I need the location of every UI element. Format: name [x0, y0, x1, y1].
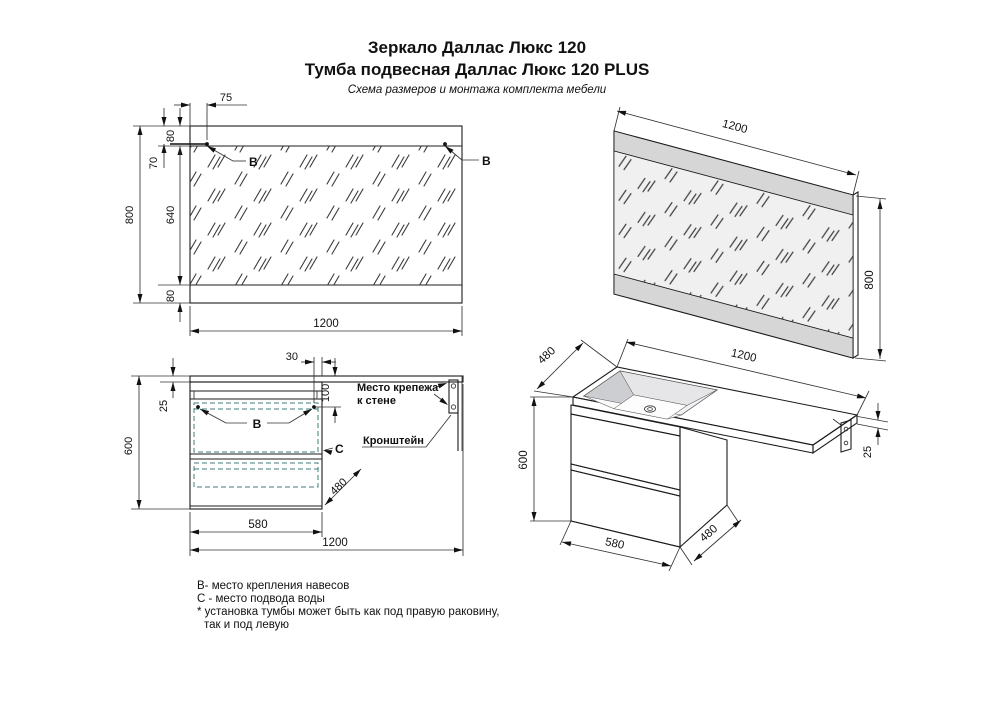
dim-persp-countertop-thickness: 25 — [854, 403, 889, 458]
title-line1: Зеркало Даллас Люкс 120 — [368, 38, 586, 57]
dim-label-mp-800: 800 — [864, 270, 876, 289]
dim-persp-height: 600 — [518, 396, 573, 522]
mirror-front-view: В В 75 — [124, 92, 491, 336]
note-line2: С - место подвода воды — [197, 593, 325, 605]
wall-bracket — [448, 376, 463, 451]
countertop-end-face — [812, 413, 858, 455]
drain-hole — [644, 405, 656, 413]
mount-label-left: В — [249, 155, 258, 169]
drawer2-front — [570, 469, 681, 548]
notes-block: В- место крепления навесов С - место под… — [197, 580, 499, 631]
dim-label-vp-25: 25 — [862, 446, 874, 458]
bracket-callout: Кронштейн — [362, 414, 452, 448]
dim-label-800: 800 — [124, 206, 136, 224]
cabinet-mount-leader: В — [198, 406, 314, 431]
dim-cabinet-height: 600 — [123, 375, 190, 510]
mount-point-left — [205, 142, 209, 146]
dim-label-100: 100 — [320, 384, 332, 402]
dim-label-580: 580 — [248, 519, 267, 531]
wall-mount-text1: Место крепежа — [357, 382, 439, 394]
water-supply-label: С — [335, 442, 344, 456]
dim-persp-cabinet-width: 580 — [559, 520, 681, 572]
note-line1: В- место крепления навесов — [197, 580, 349, 592]
cabinet-front-view: В С Место крепежа к стене Кронштейн — [123, 351, 464, 556]
mount-leader-left: В — [205, 143, 258, 169]
mount-point-right — [443, 142, 447, 146]
dim-label-mirror-1200: 1200 — [313, 318, 339, 330]
mirror-persp-glass-hatch — [614, 151, 853, 339]
mirror-glass-hatch — [190, 146, 462, 285]
dim-mirror-mount-offset-x: 75 — [174, 92, 247, 140]
persp-wall-bracket — [832, 418, 852, 453]
note-line4: так и под левую — [204, 619, 289, 631]
dim-label-80-top: 80 — [165, 130, 177, 142]
water-supply-leader: С — [322, 442, 344, 456]
title-block: Зеркало Даллас Люкс 120 Тумба подвесная … — [305, 38, 650, 96]
drawer-divider — [570, 463, 681, 497]
dim-label-vp-480t: 480 — [536, 345, 558, 367]
note-line3: * установка тумбы может быть как под пра… — [197, 606, 499, 618]
dim-label-mp-1200: 1200 — [721, 118, 749, 136]
dim-label-80-bottom: 80 — [165, 290, 177, 302]
cabinet-mount-point-left — [196, 405, 200, 409]
dim-label-1200-front: 1200 — [322, 537, 348, 549]
dim-countertop-thickness: 25 — [158, 358, 190, 412]
cabinet-side-face — [679, 426, 728, 549]
dim-label-600: 600 — [123, 437, 135, 455]
dim-mount-depth: 100 — [316, 358, 341, 423]
dim-label-vp-600: 600 — [518, 450, 530, 469]
mount-label-right: В — [482, 154, 491, 168]
dim-label-25: 25 — [158, 400, 170, 412]
dim-label-70: 70 — [148, 157, 160, 169]
sink-basin — [582, 370, 719, 420]
wall-mount-text2: к стене — [357, 395, 396, 407]
title-subtitle: Схема размеров и монтажа комплекта мебел… — [348, 84, 607, 96]
dim-countertop-width: 1200 — [190, 384, 464, 556]
dim-label-640: 640 — [165, 206, 177, 224]
dim-cabinet-width: 580 — [189, 512, 323, 556]
dim-mirror-left-chain: 80 640 80 70 800 — [124, 108, 190, 322]
dim-mirror-persp-height: 800 — [854, 195, 887, 362]
cabinet-mount-label: В — [253, 417, 262, 431]
dim-label-75: 75 — [220, 92, 232, 104]
drawer2-hidden-outline — [193, 462, 319, 488]
mount-leader-right: В — [443, 144, 491, 168]
vanity-cabinet — [570, 404, 728, 549]
vanity-perspective-view: 480 1200 25 600 — [518, 338, 889, 572]
dim-persp-width: 1200 — [616, 338, 870, 416]
cabinet-mount-point-right — [312, 405, 316, 409]
dim-persp-depth-bottom: 480 — [679, 504, 743, 566]
wall-mount-callout: Место крепежа к стене — [357, 380, 450, 407]
dim-label-vp-580: 580 — [604, 536, 625, 552]
drawer1-front — [570, 413, 681, 491]
drawer1-hidden-outline — [193, 402, 319, 453]
dim-label-30: 30 — [286, 351, 298, 363]
bracket-text: Кронштейн — [363, 435, 424, 447]
mirror-perspective-view: 1200 800 — [613, 106, 887, 362]
dim-label-480-front: 480 — [328, 476, 350, 497]
dim-mount-inset: 30 — [286, 351, 336, 403]
title-line2: Тумба подвесная Даллас Люкс 120 PLUS — [305, 60, 650, 79]
dim-depth-diagonal: 480 — [323, 467, 363, 507]
dim-mirror-width: 1200 — [189, 306, 463, 336]
dim-label-vp-1200: 1200 — [730, 347, 758, 364]
